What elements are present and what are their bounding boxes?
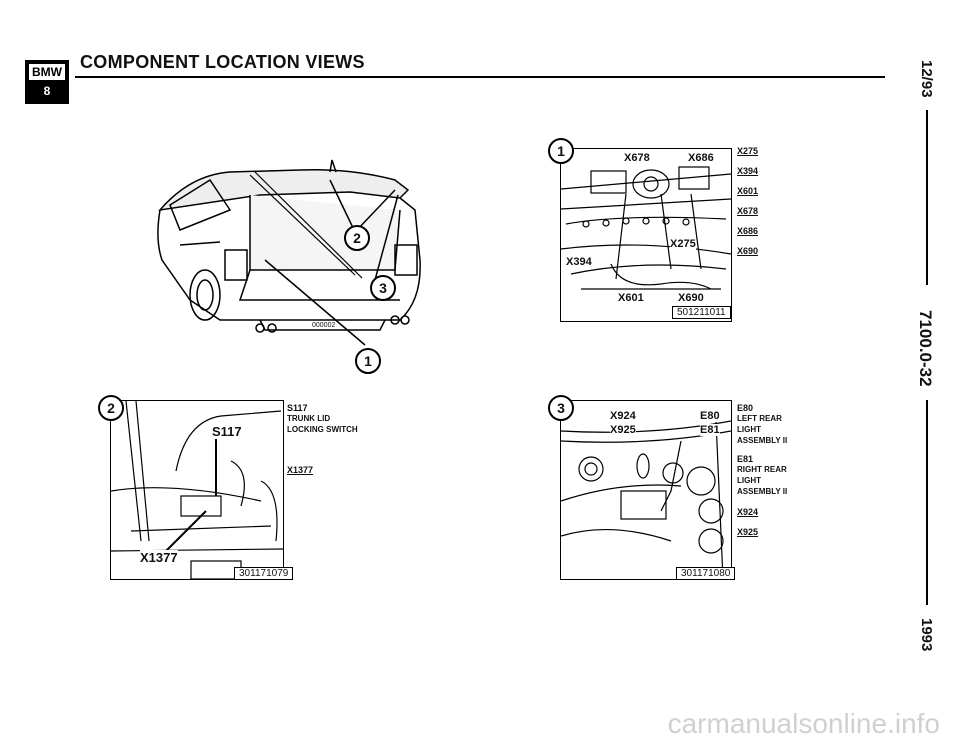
legend-x690: X690 bbox=[737, 246, 759, 256]
panel-1-callout: 1 bbox=[548, 138, 574, 164]
legend-s117: S117 bbox=[287, 403, 308, 413]
page-title: COMPONENT LOCATION VIEWS bbox=[80, 52, 365, 72]
bmw-8-logo: BMW 8 bbox=[25, 60, 69, 104]
panel-3-fig-id: 301171080 bbox=[676, 567, 736, 580]
legend-e81: E81 bbox=[737, 454, 754, 464]
panel-3-label-e80: E80 bbox=[700, 410, 720, 422]
panel-1-label-x686: X686 bbox=[688, 152, 714, 164]
legend-x1377: X1377 bbox=[287, 465, 314, 475]
side-page-number: 7100.0-32 bbox=[916, 310, 935, 387]
panel-1-label-x690: X690 bbox=[678, 292, 704, 304]
logo-series: 8 bbox=[43, 84, 51, 98]
legend-x394: X394 bbox=[737, 166, 759, 176]
legend-x601: X601 bbox=[737, 186, 759, 196]
panel-1-label-x275: X275 bbox=[670, 238, 696, 250]
legend-e81-line-1: RIGHT REAR bbox=[737, 465, 787, 474]
panel-1-label-x394: X394 bbox=[566, 256, 592, 268]
legend-e80: E80 bbox=[737, 403, 754, 413]
panel-2-label-x1377: X1377 bbox=[140, 550, 178, 565]
legend-x924: X924 bbox=[737, 507, 759, 517]
panel-1-legend: X275 X394 X601 X678 X686 X690 bbox=[737, 146, 758, 256]
detail-panel-3 bbox=[560, 400, 732, 580]
panel-3-label-x925: X925 bbox=[610, 424, 636, 436]
side-year: 1993 bbox=[918, 618, 935, 652]
watermark: carmanualsonline.info bbox=[667, 708, 940, 739]
side-rule-top bbox=[926, 110, 928, 285]
logo-brand: BMW bbox=[29, 64, 65, 80]
panel-2-drawing bbox=[111, 401, 283, 579]
legend-e81-line-2: LIGHT bbox=[737, 476, 761, 485]
panel-3-callout: 3 bbox=[548, 395, 574, 421]
legend-s117-line-2: LOCKING SWITCH bbox=[287, 425, 358, 434]
panel-2-legend: S117 TRUNK LID LOCKING SWITCH X1377 bbox=[287, 403, 358, 475]
header-rule bbox=[75, 76, 885, 78]
overview-callout-1: 1 bbox=[355, 348, 381, 374]
panel-2-label-s117: S117 bbox=[212, 424, 242, 439]
car-overview-illustration bbox=[150, 150, 430, 350]
panel-2-fig-id: 301171079 bbox=[234, 567, 294, 580]
legend-x275: X275 bbox=[737, 146, 759, 156]
panel-2-callout: 2 bbox=[98, 395, 124, 421]
detail-panel-1 bbox=[560, 148, 732, 322]
panel-1-label-x601: X601 bbox=[618, 292, 644, 304]
legend-e80-line-3: ASSEMBLY II bbox=[737, 436, 788, 445]
legend-s117-line-1: TRUNK LID bbox=[287, 414, 331, 423]
overview-fig-id: 000002 bbox=[312, 322, 336, 329]
side-date: 12/93 bbox=[918, 60, 935, 98]
legend-x678: X678 bbox=[737, 206, 759, 216]
panel-1-fig-id: 501211011 bbox=[672, 306, 731, 319]
side-rule-bottom bbox=[926, 400, 928, 605]
overview-callout-2: 2 bbox=[344, 225, 370, 251]
panel-1-drawing bbox=[561, 166, 731, 290]
panel-3-legend: E80 LEFT REAR LIGHT ASSEMBLY II E81 RIGH… bbox=[737, 403, 787, 537]
panel-3-label-e81: E81 bbox=[700, 424, 720, 436]
overview-callout-3: 3 bbox=[370, 275, 396, 301]
panel-3-label-x924: X924 bbox=[610, 410, 636, 422]
legend-x925: X925 bbox=[737, 527, 759, 537]
panel-1-label-x678: X678 bbox=[624, 152, 650, 164]
detail-panel-2 bbox=[110, 400, 284, 580]
legend-e80-line-2: LIGHT bbox=[737, 425, 761, 434]
legend-x686: X686 bbox=[737, 226, 759, 236]
car-drawing bbox=[157, 159, 421, 346]
legend-e80-line-1: LEFT REAR bbox=[737, 414, 782, 423]
legend-e81-line-3: ASSEMBLY II bbox=[737, 487, 788, 496]
